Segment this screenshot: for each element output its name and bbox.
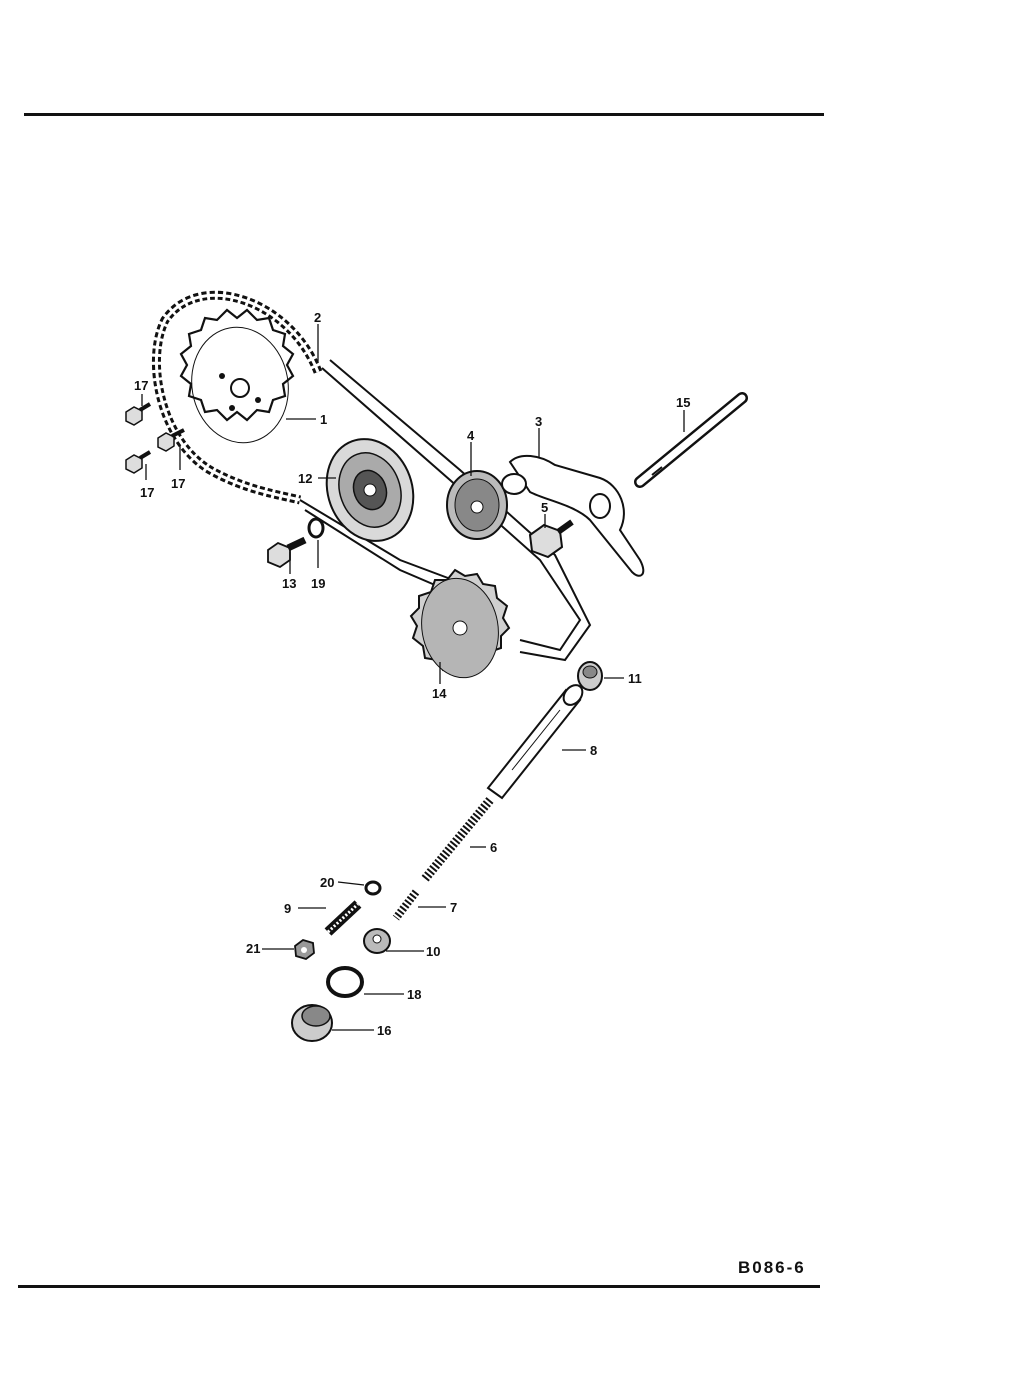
callout-17a: 17 xyxy=(134,378,148,393)
callout-15: 15 xyxy=(676,395,690,410)
washer-19 xyxy=(307,517,325,539)
tensioner-shaft xyxy=(634,392,748,488)
callout-18: 18 xyxy=(407,987,421,1002)
adjusting-screw xyxy=(324,900,362,936)
tensioner-sprocket xyxy=(446,470,508,540)
callout-7: 7 xyxy=(450,900,457,915)
crank-sprocket xyxy=(409,568,511,679)
callout-19: 19 xyxy=(311,576,325,591)
callouts: 1 2 3 4 5 6 7 8 9 10 11 12 13 14 15 16 1… xyxy=(134,310,690,1038)
sealing-plug xyxy=(291,1004,333,1042)
callout-8: 8 xyxy=(590,743,597,758)
leader-lines xyxy=(141,324,685,1031)
chain-guide-roller xyxy=(325,438,415,542)
lock-nut xyxy=(294,939,315,960)
callout-11: 11 xyxy=(628,671,642,686)
small-spring xyxy=(392,889,420,921)
callout-2: 2 xyxy=(314,310,321,325)
callout-16: 16 xyxy=(377,1023,391,1038)
roller-bolt xyxy=(267,536,307,569)
callout-4: 4 xyxy=(467,428,475,443)
o-ring xyxy=(326,966,364,998)
top-rule xyxy=(24,113,824,116)
callout-9: 9 xyxy=(284,901,291,916)
tensioner-arm xyxy=(501,454,645,577)
callout-17b: 17 xyxy=(140,485,154,500)
push-rod xyxy=(486,684,584,800)
pivot-bolt xyxy=(528,519,574,559)
callout-13: 13 xyxy=(282,576,296,591)
callout-3: 3 xyxy=(535,414,542,429)
plunger-cap xyxy=(577,661,603,691)
cam-chain xyxy=(151,290,592,662)
sprocket-bolt-17c xyxy=(157,428,185,452)
callout-17c: 17 xyxy=(171,476,185,491)
callout-10: 10 xyxy=(426,944,440,959)
callout-14: 14 xyxy=(432,686,447,701)
callout-1: 1 xyxy=(320,412,327,427)
spring xyxy=(420,797,494,883)
spring-guide xyxy=(363,928,391,954)
sprocket-bolt-17a xyxy=(125,402,152,426)
callout-5: 5 xyxy=(541,500,548,515)
page-code: B086-6 xyxy=(738,1258,806,1277)
callout-21: 21 xyxy=(246,941,260,956)
bottom-rule xyxy=(18,1285,820,1288)
washer-20 xyxy=(364,880,382,896)
sprocket-bolt-17b xyxy=(125,450,152,474)
cam-sprocket xyxy=(179,308,295,444)
callout-6: 6 xyxy=(490,840,497,855)
callout-20: 20 xyxy=(320,875,334,890)
callout-12: 12 xyxy=(298,471,312,486)
